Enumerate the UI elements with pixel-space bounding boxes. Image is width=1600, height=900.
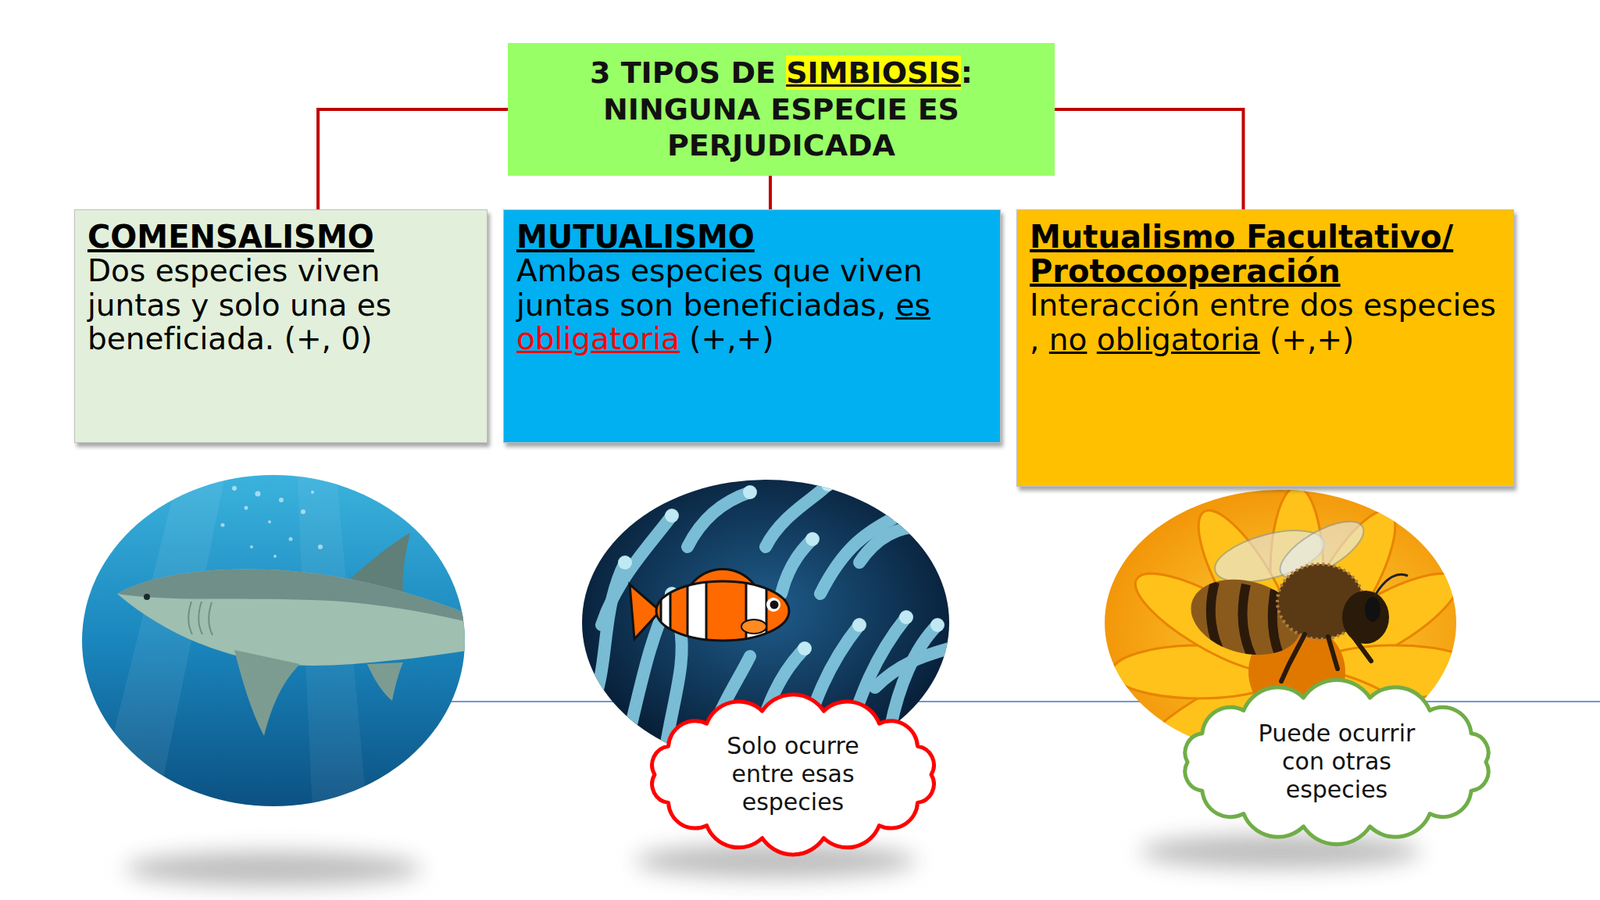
clownfish-pectoral-fin: [741, 619, 767, 634]
styled-word: obligatoria: [516, 321, 680, 357]
shark-back: [117, 569, 481, 625]
node-content: 3 TIPOS DE SIMBIOSIS: NINGUNA ESPECIE ES…: [521, 54, 1041, 164]
node-content: Puede ocurrir con otras especies: [1245, 719, 1429, 804]
node-content: MUTUALISMOAmbas especies que viven junta…: [516, 219, 988, 357]
connector-line: [317, 109, 508, 210]
clownfish-eye-ring: [766, 597, 781, 612]
shark-pelvic-fin: [367, 662, 404, 701]
box-body: Dos especies viven juntas y solo una es …: [87, 253, 475, 357]
shark-picture: [78, 468, 481, 813]
connector-line: [768, 175, 772, 210]
type-box: MUTUALISMOAmbas especies que viven junta…: [503, 209, 1001, 443]
callout-cloud: Puede ocurrir con otras especies: [1170, 678, 1504, 846]
cloud-shape: [1185, 679, 1489, 844]
bee-stripes: [1210, 582, 1280, 658]
title-box: 3 TIPOS DE SIMBIOSIS: NINGUNA ESPECIE ES…: [507, 42, 1055, 176]
callout-text: Solo ocurre entre esas especies: [713, 732, 874, 817]
tentacle-tips: [617, 477, 945, 656]
styled-word: es: [895, 287, 930, 323]
node-content: Mutualismo Facultativo/ Protocooperación…: [1029, 219, 1501, 357]
shark-gills: [188, 601, 213, 636]
shark-eye: [143, 593, 150, 600]
picture-shadow: [1139, 834, 1422, 869]
callout-text: Puede ocurrir con otras especies: [1245, 719, 1429, 804]
bee-eye: [1364, 596, 1381, 622]
box-body: Ambas especies que viven juntas son bene…: [516, 253, 988, 357]
bee-head: [1342, 590, 1390, 644]
connector-line: [1054, 109, 1243, 210]
node-content: COMENSALISMODos especies viven juntas y …: [87, 219, 475, 357]
bee-antenna: [1375, 574, 1408, 596]
picture-shadow: [125, 851, 422, 886]
node-content: Solo ocurre entre esas especies: [713, 732, 874, 817]
clownfish-body: [656, 581, 790, 641]
styled-word: no: [1049, 321, 1088, 358]
shark-pectoral-fin: [234, 650, 300, 736]
styled-word: obligatoria: [1096, 321, 1261, 358]
bee-legs: [1281, 634, 1372, 682]
box-heading: Mutualismo Facultativo/ Protocooperación: [1029, 219, 1501, 289]
bubbles: [221, 485, 324, 558]
box-heading: COMENSALISMO: [87, 219, 475, 254]
highlighted-word: SIMBIOSIS: [785, 55, 961, 90]
cloud-shape: [652, 694, 935, 855]
box-body: Interacción entre dos especies , no obli…: [1029, 288, 1501, 357]
callout-cloud: Solo ocurre entre esas especies: [637, 692, 949, 858]
title-text: 3 TIPOS DE SIMBIOSIS: NINGUNA ESPECIE ES…: [521, 54, 1041, 164]
box-heading: MUTUALISMO: [516, 219, 988, 254]
type-box: Mutualismo Facultativo/ Protocooperación…: [1016, 209, 1515, 487]
clownfish-outline: [656, 581, 790, 641]
clownfish-eye: [770, 600, 779, 610]
type-box: COMENSALISMODos especies viven juntas y …: [74, 209, 488, 443]
shark-body: [117, 569, 481, 666]
